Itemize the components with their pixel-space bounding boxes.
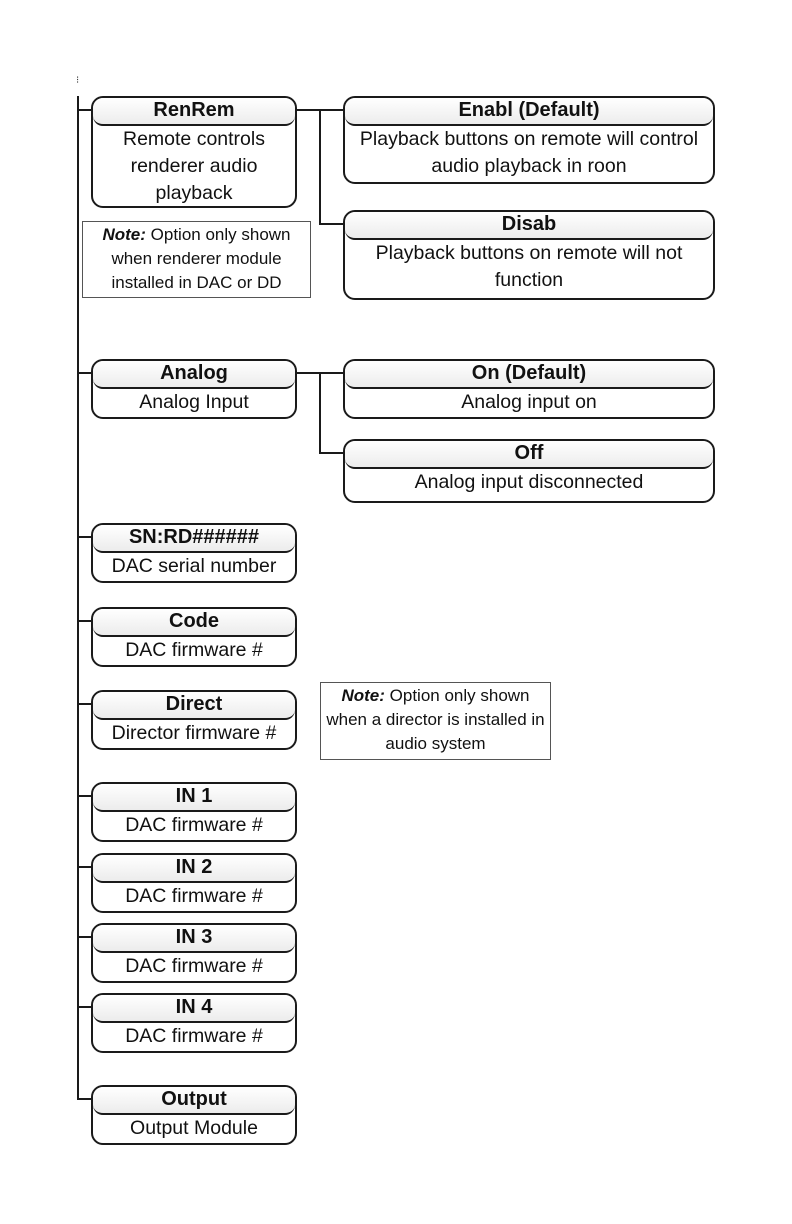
node-title: Output <box>93 1087 295 1115</box>
node-enabl-default: Enabl (Default) Playback buttons on remo… <box>343 96 715 184</box>
note-renderer-module: Note: Option only shown when renderer mo… <box>82 221 311 298</box>
node-in3: IN 3 DAC firmware # <box>91 923 297 983</box>
node-title: Disab <box>345 212 713 240</box>
node-description: DAC firmware # <box>125 885 263 907</box>
node-title: RenRem <box>93 98 295 126</box>
node-title: IN 3 <box>93 925 295 953</box>
node-in1: IN 1 DAC firmware # <box>91 782 297 842</box>
note-label: Note: <box>341 686 385 705</box>
node-description: DAC serial number <box>111 555 277 577</box>
page-edge-marker: ⁝ <box>76 75 80 86</box>
node-title: Analog <box>93 361 295 389</box>
node-description: Playback buttons on remote will control … <box>359 128 699 177</box>
note-director: Note: Option only shown when a director … <box>320 682 551 760</box>
node-description: Analog input on <box>461 391 597 413</box>
note-label: Note: <box>102 225 146 244</box>
connector-renrem-disab <box>319 110 344 225</box>
node-title: Off <box>345 441 713 469</box>
node-output: Output Output Module <box>91 1085 297 1145</box>
node-description: Analog Input <box>139 391 249 413</box>
node-description: DAC firmware # <box>125 1025 263 1047</box>
node-description: DAC firmware # <box>125 955 263 977</box>
node-title: Enabl (Default) <box>345 98 713 126</box>
node-in4: IN 4 DAC firmware # <box>91 993 297 1053</box>
node-analog: Analog Analog Input <box>91 359 297 419</box>
node-title: On (Default) <box>345 361 713 389</box>
node-title: Code <box>93 609 295 637</box>
node-disab: Disab Playback buttons on remote will no… <box>343 210 715 300</box>
node-title: IN 1 <box>93 784 295 812</box>
node-in2: IN 2 DAC firmware # <box>91 853 297 913</box>
node-description: Remote controls renderer audio playback <box>123 128 265 204</box>
node-description: Analog input disconnected <box>414 471 644 493</box>
node-title: IN 4 <box>93 995 295 1023</box>
node-renrem: RenRem Remote controls renderer audio pl… <box>91 96 297 208</box>
node-off: Off Analog input disconnected <box>343 439 715 503</box>
node-code: Code DAC firmware # <box>91 607 297 667</box>
node-description: DAC firmware # <box>125 814 263 836</box>
node-serial-number: SN:RD###### DAC serial number <box>91 523 297 583</box>
node-title: SN:RD###### <box>93 525 295 553</box>
connector-analog-off <box>319 373 344 454</box>
note-text: Option only shown when a director is ins… <box>326 686 545 753</box>
node-description: Director firmware # <box>111 722 277 744</box>
node-title: Direct <box>93 692 295 720</box>
node-description: Output Module <box>130 1117 258 1139</box>
node-description: Playback buttons on remote will not func… <box>375 242 683 291</box>
note-text: Option only shown when renderer module i… <box>111 225 291 292</box>
node-title: IN 2 <box>93 855 295 883</box>
node-on-default: On (Default) Analog input on <box>343 359 715 419</box>
node-description: DAC firmware # <box>125 639 263 661</box>
node-direct: Direct Director firmware # <box>91 690 297 750</box>
